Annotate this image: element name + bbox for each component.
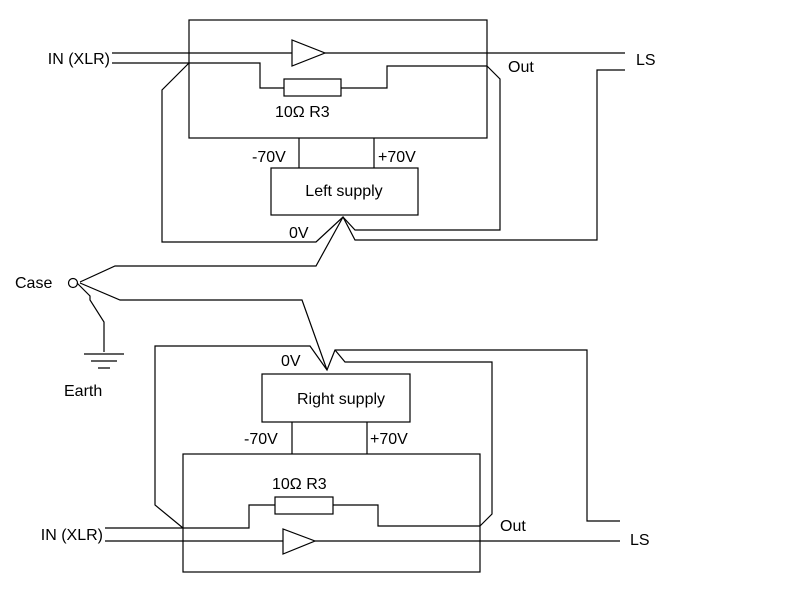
- right-resistor-r3: [274, 496, 334, 515]
- left-output-return-wire: [342, 65, 501, 231]
- right-channel: IN (XLR) Out LS 10Ω R3 -70V +70V Right s…: [41, 282, 650, 573]
- right-amp-enclosure: [182, 453, 481, 573]
- earth-label: Earth: [64, 383, 102, 400]
- left-output-label: Out: [508, 59, 534, 76]
- right-output-return-wire: [334, 349, 493, 527]
- right-input-return-wire: [105, 504, 275, 529]
- right-resistor-label: 10Ω R3: [272, 476, 327, 493]
- right-ground-return-wire: [154, 345, 620, 529]
- left-amp-triangle-icon: [291, 39, 327, 67]
- left-input-return-wire: [112, 62, 284, 89]
- right-resistor-feedback-wire: [333, 504, 480, 527]
- right-pos-rail-label: +70V: [370, 431, 408, 448]
- left-input-label: IN (XLR): [48, 51, 110, 68]
- case-terminal-icon: [67, 277, 79, 289]
- left-pos-rail-label: +70V: [378, 149, 416, 166]
- left-resistor-r3: [283, 78, 342, 97]
- right-supply-box: [261, 373, 411, 423]
- right-input-label: IN (XLR): [41, 527, 103, 544]
- earth-ground-icon: [84, 353, 124, 369]
- right-case-link-wire: [79, 282, 328, 371]
- left-amp-enclosure: [188, 19, 488, 139]
- left-channel: IN (XLR) Out LS 10Ω R3 -70V +70V Left su…: [48, 19, 656, 283]
- left-ground-label: 0V: [289, 225, 309, 242]
- left-case-link-wire: [79, 216, 344, 283]
- left-supply-box: [270, 167, 419, 216]
- right-supply-label: Right supply: [297, 391, 385, 408]
- right-output-label: Out: [500, 518, 526, 535]
- case-earth: Case Earth: [15, 275, 124, 400]
- left-resistor-label: 10Ω R3: [275, 104, 330, 121]
- left-resistor-feedback-wire: [341, 65, 487, 89]
- right-neg-rail-label: -70V: [244, 431, 278, 448]
- right-ground-label: 0V: [281, 353, 301, 370]
- left-speaker-label: LS: [636, 52, 656, 69]
- left-neg-rail-label: -70V: [252, 149, 286, 166]
- case-label: Case: [15, 275, 52, 292]
- left-supply-label: Left supply: [305, 183, 382, 200]
- right-amp-triangle-icon: [282, 528, 317, 555]
- earth-link-wire: [76, 282, 105, 352]
- right-speaker-label: LS: [630, 532, 650, 549]
